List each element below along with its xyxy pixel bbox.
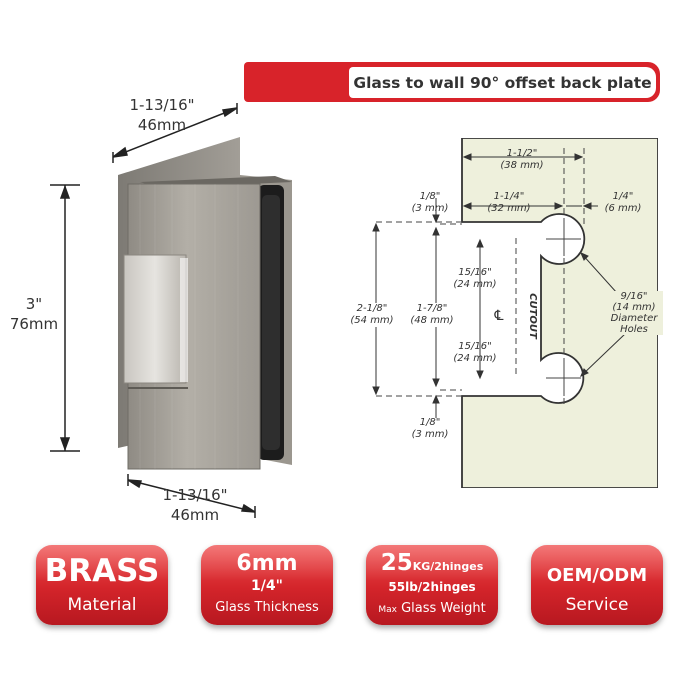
bottom-gap-metric: (3 mm) xyxy=(411,429,449,440)
glass-panel xyxy=(461,138,658,488)
bottom-gap-label: 1/8" (3 mm) xyxy=(406,417,454,441)
bottom-gap-imperial: 1/8" xyxy=(419,417,441,428)
badge-material: BRASS Material xyxy=(36,545,168,625)
badge-material-small: Material xyxy=(67,595,137,615)
hole-diameter-word: Diameter xyxy=(610,313,658,324)
hinge-knuckle xyxy=(124,255,186,383)
top-width-metric: 46mm xyxy=(137,116,187,134)
overall-width-metric: (38 mm) xyxy=(500,160,544,171)
badge-weight-prefix: Max xyxy=(378,605,397,615)
upper-half-metric: (24 mm) xyxy=(453,279,497,290)
bottom-width-imperial: 1-13/16" xyxy=(162,486,228,504)
badge-glass-thickness: 6mm 1/4" Glass Thickness xyxy=(201,545,333,625)
edge-offset-imperial: 1/4" xyxy=(612,191,634,202)
lower-half-imperial: 15/16" xyxy=(458,341,492,352)
top-width-imperial: 1-13/16" xyxy=(129,96,195,114)
inner-width-metric: (32 mm) xyxy=(487,203,531,214)
top-gap-metric: (3 mm) xyxy=(411,203,449,214)
bottom-width-label: 1-13/16" 46mm xyxy=(150,485,240,525)
height-label: 3" 76mm xyxy=(0,294,70,334)
top-gap-imperial: 1/8" xyxy=(419,191,441,202)
hole-diameter-holes-word: Holes xyxy=(620,324,648,335)
badge-thickness-sub: 1/4" xyxy=(251,578,283,594)
hole-spacing-label: 1-7/8" (48 mm) xyxy=(408,303,456,327)
badge-weight-small-line: Max Glass Weight xyxy=(366,601,498,616)
badge-thickness-big: 6mm xyxy=(236,551,298,576)
badge-weight-sub: 55lb/2hinges xyxy=(388,580,476,594)
cutout-label: CUTOUT xyxy=(527,293,538,339)
height-imperial: 3" xyxy=(25,295,43,313)
badge-thickness-small: Glass Thickness xyxy=(215,600,319,615)
height-metric: 76mm xyxy=(9,315,59,333)
hole-diameter-imperial: 9/16" xyxy=(620,291,648,302)
badge-weight-small: Glass Weight xyxy=(401,601,486,616)
hole-diameter-metric: (14 mm) xyxy=(612,302,656,313)
upper-half-imperial: 15/16" xyxy=(458,267,492,278)
centerline-symbol: ℄ xyxy=(494,308,504,324)
badge-service: OEM/ODM Service xyxy=(531,545,663,625)
lower-half-label: 15/16" (24 mm) xyxy=(450,341,500,365)
inner-width-label: 1-1/4" (32 mm) xyxy=(484,191,534,215)
badge-weight-number: 25 xyxy=(380,550,413,576)
cutout-height-imperial: 2-1/8" xyxy=(356,303,388,314)
hole-spacing-imperial: 1-7/8" xyxy=(416,303,448,314)
badge-service-big: OEM/ODM xyxy=(546,565,648,586)
bottom-width-metric: 46mm xyxy=(170,506,220,524)
badge-glass-weight: 25KG/2hinges 55lb/2hinges Max Glass Weig… xyxy=(366,545,498,625)
upper-half-label: 15/16" (24 mm) xyxy=(450,267,500,291)
edge-offset-metric: (6 mm) xyxy=(604,203,642,214)
lower-half-metric: (24 mm) xyxy=(453,353,497,364)
top-width-label: 1-13/16" 46mm xyxy=(112,95,212,135)
cutout-height-metric: (54 mm) xyxy=(350,315,394,326)
inner-width-imperial: 1-1/4" xyxy=(493,191,525,202)
badge-weight-big-line: 25KG/2hinges xyxy=(366,550,498,576)
overall-width-label: 1-1/2" (38 mm) xyxy=(497,148,547,172)
top-gap-label: 1/8" (3 mm) xyxy=(406,191,454,215)
badge-material-big: BRASS xyxy=(44,553,160,589)
badge-weight-unit: KG/2hinges xyxy=(412,560,484,573)
badge-service-small: Service xyxy=(565,595,629,615)
title-box: Glass to wall 90° offset back plate xyxy=(349,67,656,98)
hole-diameter-label: 9/16" (14 mm) Diameter Holes xyxy=(605,291,663,335)
edge-offset-label: 1/4" (6 mm) xyxy=(598,191,648,215)
hole-spacing-metric: (48 mm) xyxy=(410,315,454,326)
cutout-height-label: 2-1/8" (54 mm) xyxy=(348,303,396,327)
page-title: Glass to wall 90° offset back plate xyxy=(353,73,652,92)
overall-width-imperial: 1-1/2" xyxy=(506,148,538,159)
